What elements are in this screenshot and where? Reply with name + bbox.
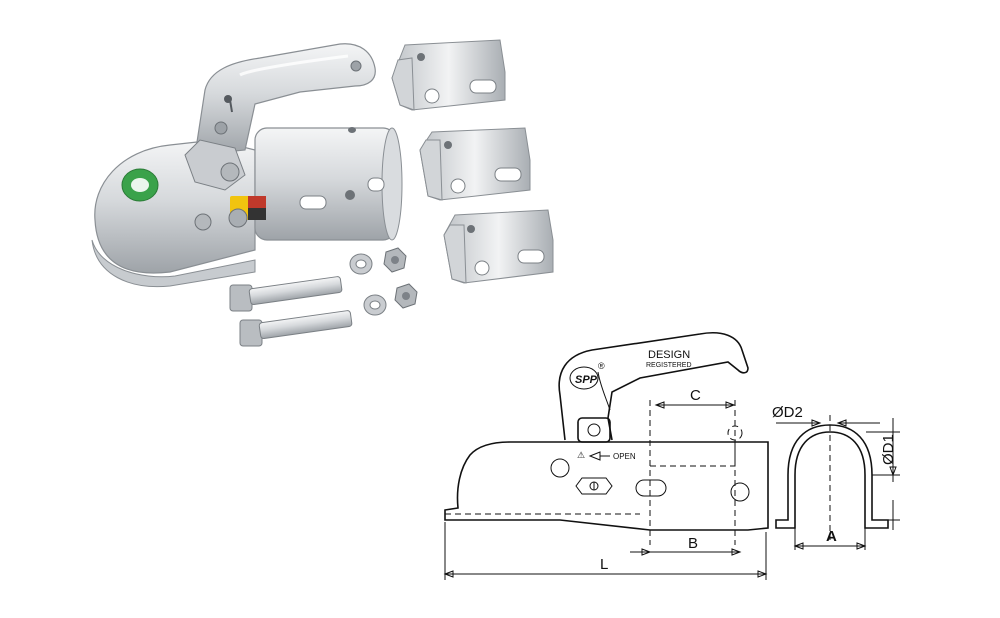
adapter-shell-1 bbox=[391, 39, 506, 111]
washer-2 bbox=[363, 294, 387, 316]
adapter-shell-2 bbox=[419, 127, 531, 201]
nut-1 bbox=[383, 247, 407, 273]
open-label: OPEN bbox=[613, 452, 636, 461]
dimension-d2-label: ØD2 bbox=[772, 404, 803, 421]
design-label: DESIGN bbox=[648, 349, 690, 361]
registered-label: REGISTERED bbox=[646, 362, 692, 369]
profile-view-drawing bbox=[775, 415, 900, 550]
dimension-d1-label: ØD1 bbox=[880, 434, 897, 465]
dimension-b-label: B bbox=[688, 535, 698, 552]
dimension-l-label: L bbox=[600, 556, 608, 573]
bolt-2 bbox=[239, 310, 353, 347]
warning-icon: ⚠ bbox=[577, 450, 585, 460]
adapter-shell-3 bbox=[443, 209, 554, 284]
side-view-drawing bbox=[443, 332, 769, 580]
dimension-c-label: C bbox=[690, 387, 701, 404]
registered-mark: ® bbox=[598, 361, 605, 371]
dimension-a-label: A bbox=[826, 528, 837, 545]
coupling-head-photo bbox=[91, 43, 403, 288]
washer-1 bbox=[349, 253, 373, 275]
bolt-1 bbox=[229, 276, 343, 312]
brand-logo-text: SPP bbox=[575, 374, 598, 386]
nut-2 bbox=[394, 283, 418, 309]
